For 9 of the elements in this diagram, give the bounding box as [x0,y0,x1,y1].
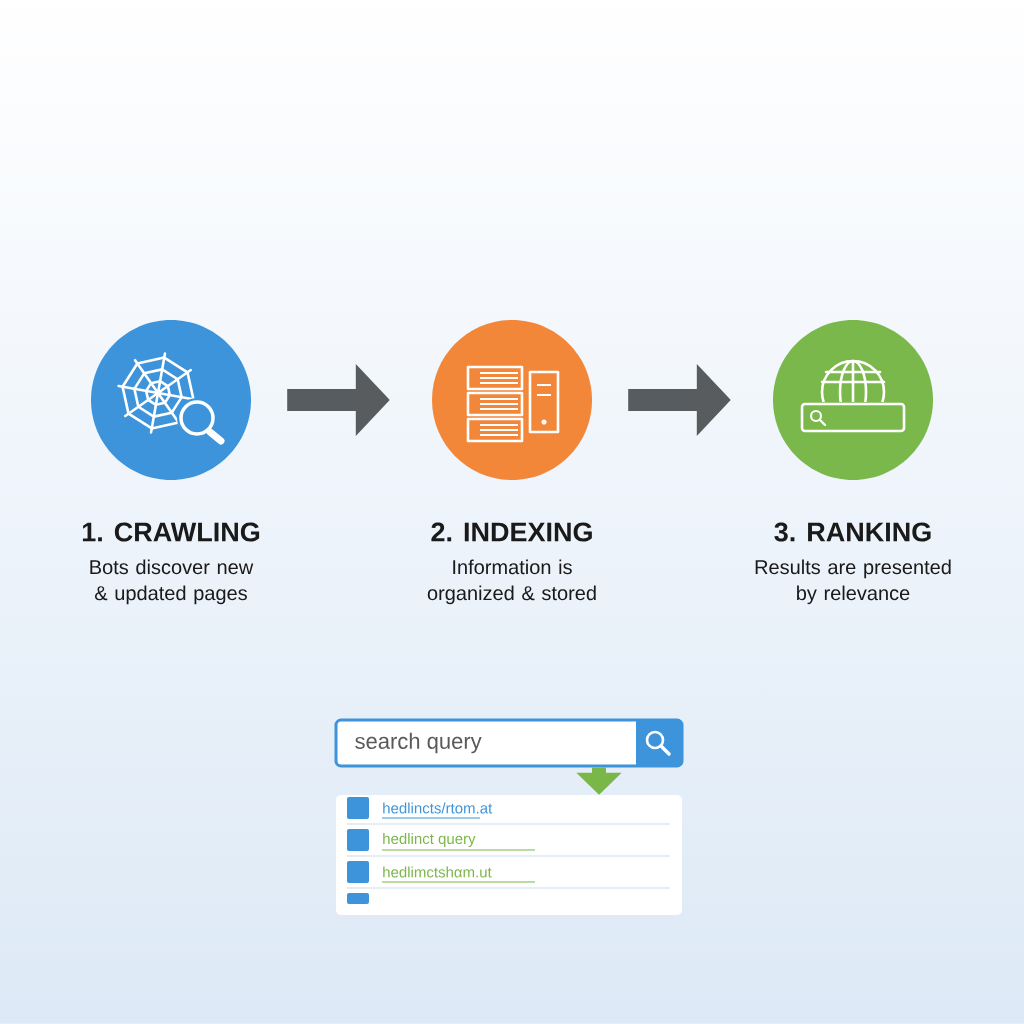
step-heading: 1. CRAWLING [82,522,260,542]
result-link: hedlimctshαm.ut [381,866,536,883]
result-link: hedlincts/rtom.at [381,802,493,819]
step-heading: 3. RANKING [774,522,931,542]
step-description: Bots discover new & updated pages [90,559,254,605]
step-description: Results are presented by relevance [755,559,951,605]
result-link: hedlinct query [381,833,536,851]
step-description: Information is organized & stored [427,559,596,605]
step-heading: 2. INDEXING [431,522,592,542]
